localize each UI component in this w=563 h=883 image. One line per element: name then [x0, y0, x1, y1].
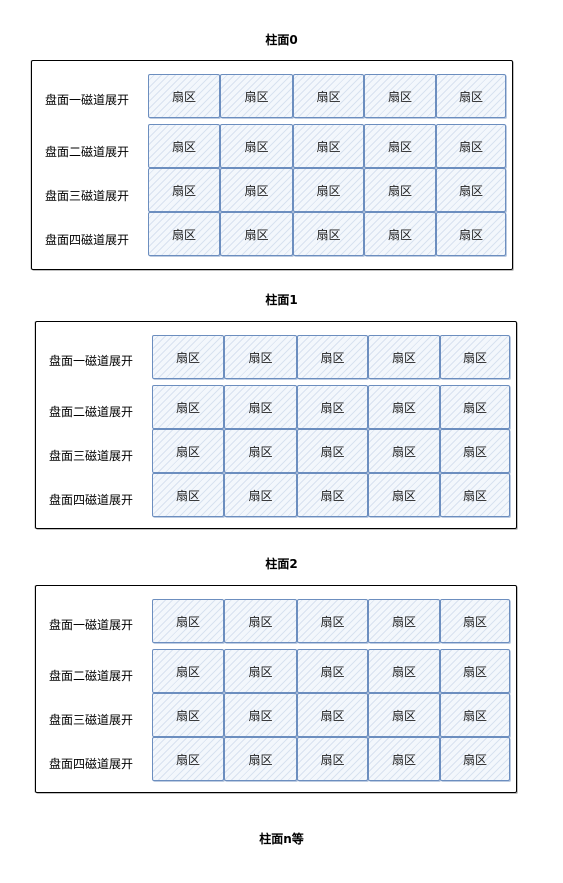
sector-cell[interactable]: 扇区 — [224, 473, 297, 517]
sector-cell[interactable]: 扇区 — [152, 335, 224, 379]
sector-cell[interactable]: 扇区 — [297, 473, 368, 517]
sector-cell[interactable]: 扇区 — [152, 473, 224, 517]
sector-cell[interactable]: 扇区 — [148, 74, 220, 118]
sector-cell[interactable]: 扇区 — [293, 124, 364, 168]
sector-cell[interactable]: 扇区 — [152, 737, 224, 781]
sector-cell[interactable]: 扇区 — [224, 693, 297, 737]
sector-cell[interactable]: 扇区 — [368, 473, 440, 517]
footer-label: 柱面n等 — [259, 832, 304, 846]
track-label: 盘面二磁道展开 — [45, 145, 130, 159]
sector-cell[interactable]: 扇区 — [440, 649, 510, 693]
sector-cell[interactable]: 扇区 — [224, 649, 297, 693]
track-label: 盘面三磁道展开 — [49, 449, 134, 463]
sector-cell[interactable]: 扇区 — [293, 74, 364, 118]
sector-cell[interactable]: 扇区 — [436, 74, 506, 118]
sector-cell[interactable]: 扇区 — [368, 649, 440, 693]
sector-cell[interactable]: 扇区 — [220, 212, 293, 256]
sector-cell[interactable]: 扇区 — [220, 168, 293, 212]
sector-cell[interactable]: 扇区 — [364, 124, 436, 168]
cylinder-title-1: 柱面1 — [265, 293, 298, 307]
cylinder-frame-1 — [35, 321, 517, 529]
sector-cell[interactable]: 扇区 — [368, 429, 440, 473]
track-label: 盘面三磁道展开 — [45, 189, 130, 203]
sector-cell[interactable]: 扇区 — [368, 335, 440, 379]
track-label: 盘面二磁道展开 — [49, 405, 134, 419]
sector-cell[interactable]: 扇区 — [436, 124, 506, 168]
sector-cell[interactable]: 扇区 — [364, 74, 436, 118]
cylinder-title-2: 柱面2 — [265, 557, 298, 571]
sector-cell[interactable]: 扇区 — [368, 737, 440, 781]
sector-cell[interactable]: 扇区 — [440, 693, 510, 737]
sector-cell[interactable]: 扇区 — [368, 385, 440, 429]
cylinder-frame-2 — [35, 585, 517, 793]
sector-cell[interactable]: 扇区 — [152, 385, 224, 429]
sector-cell[interactable]: 扇区 — [224, 599, 297, 643]
sector-cell[interactable]: 扇区 — [220, 124, 293, 168]
sector-cell[interactable]: 扇区 — [297, 599, 368, 643]
sector-cell[interactable]: 扇区 — [148, 124, 220, 168]
sector-cell[interactable]: 扇区 — [152, 649, 224, 693]
sector-cell[interactable]: 扇区 — [297, 737, 368, 781]
sector-cell[interactable]: 扇区 — [440, 599, 510, 643]
sector-cell[interactable]: 扇区 — [297, 335, 368, 379]
sector-cell[interactable]: 扇区 — [224, 335, 297, 379]
sector-cell[interactable]: 扇区 — [148, 212, 220, 256]
sector-cell[interactable]: 扇区 — [364, 168, 436, 212]
sector-cell[interactable]: 扇区 — [297, 385, 368, 429]
track-label: 盘面四磁道展开 — [45, 233, 130, 247]
track-label: 盘面四磁道展开 — [49, 757, 134, 771]
sector-cell[interactable]: 扇区 — [297, 649, 368, 693]
sector-cell[interactable]: 扇区 — [297, 429, 368, 473]
sector-cell[interactable]: 扇区 — [224, 385, 297, 429]
track-label: 盘面一磁道展开 — [49, 354, 134, 368]
sector-cell[interactable]: 扇区 — [440, 737, 510, 781]
sector-cell[interactable]: 扇区 — [440, 429, 510, 473]
sector-cell[interactable]: 扇区 — [440, 385, 510, 429]
sector-cell[interactable]: 扇区 — [368, 693, 440, 737]
sector-cell[interactable]: 扇区 — [224, 737, 297, 781]
track-label: 盘面一磁道展开 — [49, 618, 134, 632]
cylinder-frame-0 — [31, 60, 513, 270]
cylinder-title-0: 柱面0 — [265, 33, 298, 47]
sector-cell[interactable]: 扇区 — [440, 473, 510, 517]
sector-cell[interactable]: 扇区 — [152, 429, 224, 473]
track-label: 盘面四磁道展开 — [49, 493, 134, 507]
sector-cell[interactable]: 扇区 — [440, 335, 510, 379]
sector-cell[interactable]: 扇区 — [364, 212, 436, 256]
sector-cell[interactable]: 扇区 — [368, 599, 440, 643]
sector-cell[interactable]: 扇区 — [152, 599, 224, 643]
sector-cell[interactable]: 扇区 — [224, 429, 297, 473]
track-label: 盘面三磁道展开 — [49, 713, 134, 727]
sector-cell[interactable]: 扇区 — [220, 74, 293, 118]
sector-cell[interactable]: 扇区 — [436, 212, 506, 256]
sector-cell[interactable]: 扇区 — [436, 168, 506, 212]
sector-cell[interactable]: 扇区 — [293, 212, 364, 256]
sector-cell[interactable]: 扇区 — [152, 693, 224, 737]
sector-cell[interactable]: 扇区 — [293, 168, 364, 212]
sector-cell[interactable]: 扇区 — [297, 693, 368, 737]
track-label: 盘面一磁道展开 — [45, 93, 130, 107]
sector-cell[interactable]: 扇区 — [148, 168, 220, 212]
track-label: 盘面二磁道展开 — [49, 669, 134, 683]
